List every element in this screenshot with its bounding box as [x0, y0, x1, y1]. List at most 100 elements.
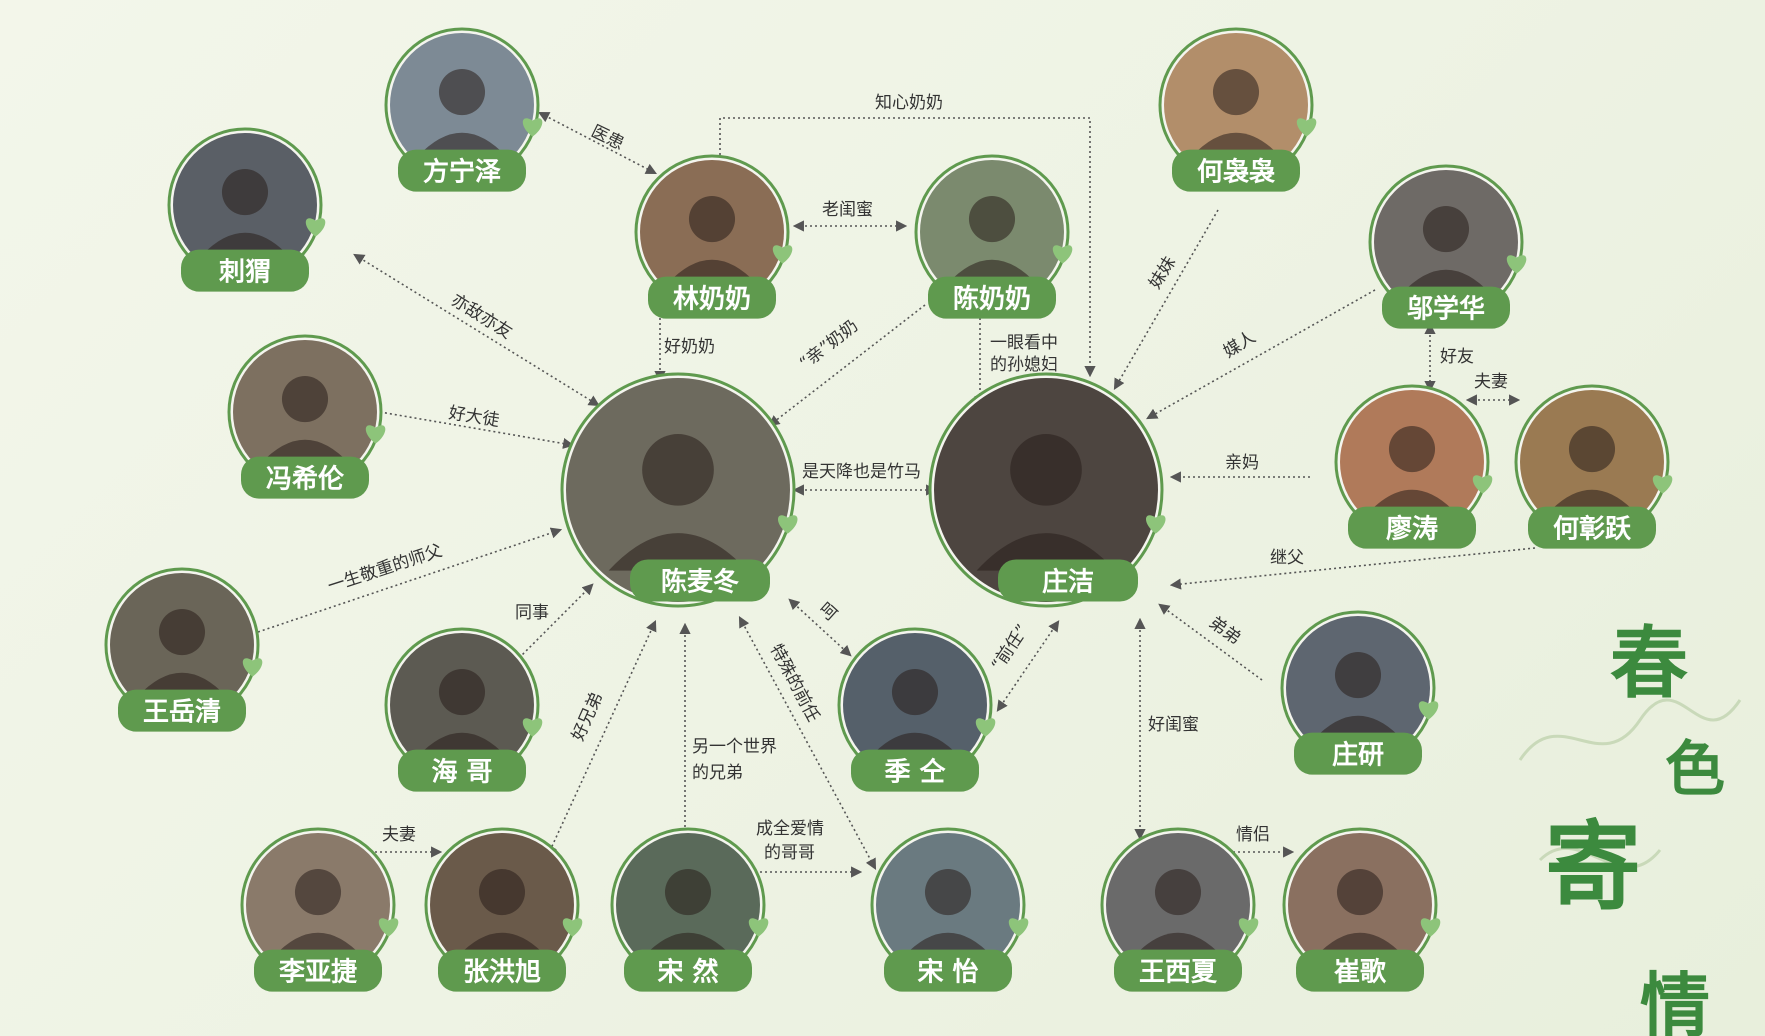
name-plate	[398, 149, 526, 192]
label-shifu: 一生敬重的师父	[325, 541, 444, 597]
node-cimei: 刺猬	[167, 127, 326, 292]
node-wangxixia: 王西夏	[1100, 827, 1259, 992]
avatar-head	[1334, 652, 1382, 699]
avatar-head	[642, 434, 714, 506]
edge-wuxuehua-zhuangjie	[1146, 289, 1376, 420]
character-name: 刺猬	[219, 258, 271, 288]
name-plate	[1114, 949, 1242, 992]
name-plate	[118, 689, 246, 732]
label-lingyigeshijie: 另一个世界	[692, 737, 777, 757]
avatar-head	[1422, 206, 1470, 253]
character-name: 季 仝	[884, 757, 946, 788]
node-fengxilun: 冯希伦	[227, 334, 386, 499]
character-name: 邬学华	[1407, 294, 1485, 325]
edge-hezhangyue-zhuangjie	[1169, 547, 1536, 590]
label-haoxiongdi: 好兄弟	[568, 689, 607, 744]
character-name: 庄研	[1332, 740, 1384, 771]
label-qianren: “前任”	[988, 621, 1033, 675]
name-plate	[928, 276, 1056, 319]
avatar-head	[688, 196, 736, 243]
node-haige: 海 哥	[384, 627, 543, 792]
heart-icon	[1145, 515, 1166, 534]
character-name: 何彰跃	[1553, 514, 1632, 545]
label-jifu: 继父	[1270, 548, 1304, 568]
title-art: 春 色 寄 情	[1518, 618, 1742, 1036]
edge-fangningze-linnainai	[538, 111, 657, 175]
node-cuige: 崔歌	[1282, 827, 1441, 992]
name-plate	[1172, 149, 1300, 192]
relationship-lines	[257, 111, 1536, 878]
node-hexiaoxiao: 何袅袅	[1158, 27, 1317, 192]
avatar-head	[1388, 426, 1436, 473]
character-name: 崔歌	[1334, 958, 1387, 988]
avatar-head	[294, 869, 342, 916]
label-yihuan: 医患	[588, 122, 627, 155]
node-liaotao: 廖涛	[1334, 384, 1493, 549]
label-tongshi: 同事	[515, 603, 549, 623]
character-name: 冯希伦	[266, 464, 345, 495]
script-swirl	[1518, 698, 1742, 761]
node-chennainai: 陈奶奶	[914, 154, 1073, 319]
label-fuqi-1: 夫妻	[1474, 372, 1508, 392]
node-songyi: 宋 怡	[870, 827, 1029, 992]
character-name: 何袅袅	[1197, 157, 1275, 188]
avatar-head	[924, 869, 972, 916]
avatar-head	[281, 376, 329, 423]
character-name: 陈奶奶	[953, 284, 1031, 315]
title-char-4: 情	[1640, 964, 1710, 1036]
name-plate	[884, 949, 1012, 992]
label-didi: 弟弟	[1205, 613, 1244, 649]
script-swirl-2	[1538, 846, 1662, 869]
label-dexiongdi: 的兄弟	[692, 763, 743, 783]
label-meimei: 妹妹	[1145, 253, 1180, 292]
title-char-2: 色	[1665, 735, 1725, 805]
label-laoguimi: 老闺蜜	[822, 200, 873, 220]
name-plate	[630, 559, 770, 602]
label-qinglv: 情侣	[1236, 825, 1270, 845]
character-name: 海 哥	[431, 758, 492, 788]
node-chenmaidong: 陈麦冬	[560, 372, 798, 608]
edge-haige-chenmaidong	[510, 583, 594, 667]
node-liyajie: 李亚捷	[240, 827, 399, 992]
edge-cimei-chenmaidong	[353, 253, 600, 407]
name-plate	[1528, 506, 1656, 549]
name-plate	[998, 559, 1138, 602]
label-haoguimi: 好闺蜜	[1148, 715, 1199, 735]
name-plate	[851, 749, 979, 792]
edge-hexiaoxiao-zhuangjie	[1113, 209, 1219, 390]
node-hezhangyue: 何彰跃	[1514, 384, 1673, 549]
label-haoyou: 好友	[1440, 347, 1474, 367]
name-plate	[648, 276, 776, 319]
name-plate	[254, 949, 382, 992]
heart-icon	[1008, 918, 1029, 937]
node-linnainai: 林奶奶	[634, 154, 793, 319]
node-fangningze: 方宁泽	[384, 27, 543, 192]
label-desunxifu: 的孙媳妇	[990, 355, 1058, 375]
name-plate	[398, 749, 526, 792]
node-zhuangjie: 庄洁	[928, 372, 1166, 608]
label-yidiyiyou: 亦敌亦友	[447, 290, 515, 343]
character-name: 王西夏	[1139, 958, 1218, 988]
heart-icon	[522, 718, 543, 737]
character-name: 庄洁	[1042, 566, 1094, 597]
avatar-head	[438, 69, 486, 116]
edge-wangyueqing-chenmaidong	[257, 527, 563, 633]
title-char-1: 春	[1610, 618, 1688, 709]
avatar-head	[968, 196, 1016, 243]
avatar-head	[438, 669, 486, 716]
avatar-head	[664, 869, 712, 916]
heart-icon	[365, 425, 386, 444]
heart-icon	[1418, 701, 1439, 720]
label-qinma: 亲妈	[1225, 453, 1259, 473]
avatar-head	[1212, 69, 1260, 116]
avatar-head	[1568, 426, 1616, 473]
node-zhanghongxu: 张洪旭	[424, 827, 583, 992]
label-meiren: 媒人	[1220, 327, 1259, 362]
node-zhuangyan: 庄研	[1280, 610, 1439, 775]
edge-chenmaidong-songyi	[738, 616, 877, 870]
avatar-head	[1336, 869, 1384, 916]
avatar-head	[891, 669, 939, 716]
character-name: 宋 然	[657, 957, 718, 988]
label-teshuqianren: 特殊的前任	[766, 641, 824, 725]
